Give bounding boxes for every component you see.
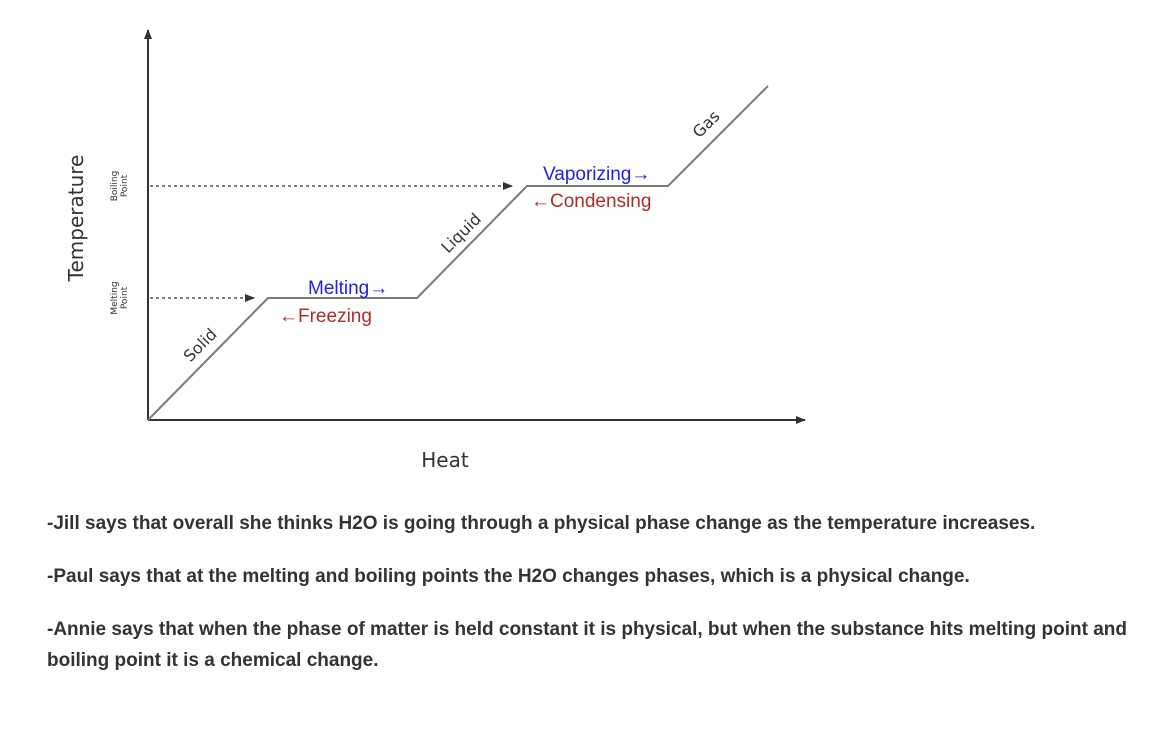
condensing-label: ←Condensing	[531, 191, 651, 212]
statement-paul: -Paul says that at the melting and boili…	[47, 566, 970, 587]
y-axis-label: Temperature	[64, 155, 88, 283]
statements-list: -Jill says that overall she thinks H2O i…	[47, 508, 1137, 698]
statement-jill: -Jill says that overall she thinks H2O i…	[47, 513, 1036, 534]
melting-point-tick-label: Melting Point	[110, 281, 130, 314]
heating-curve-diagram: Temperature Heat Boiling Point Melting P…	[64, 29, 806, 472]
freezing-label: ←Freezing	[279, 306, 372, 327]
boiling-point-tick-label: Boiling Point	[110, 171, 130, 202]
melting-label: Melting→	[308, 278, 388, 299]
svg-text:Melting: Melting	[110, 281, 120, 314]
liquid-phase-label: Liquid	[437, 209, 485, 257]
x-axis-label: Heat	[421, 448, 469, 472]
heating-curve	[147, 85, 769, 421]
statement-annie: -Annie says that when the phase of matte…	[47, 619, 1127, 671]
svg-text:Point: Point	[120, 174, 130, 197]
svg-text:Point: Point	[120, 286, 130, 309]
solid-phase-label: Solid	[180, 325, 221, 366]
vaporizing-label: Vaporizing→	[543, 164, 650, 185]
svg-text:Boiling: Boiling	[110, 171, 120, 202]
